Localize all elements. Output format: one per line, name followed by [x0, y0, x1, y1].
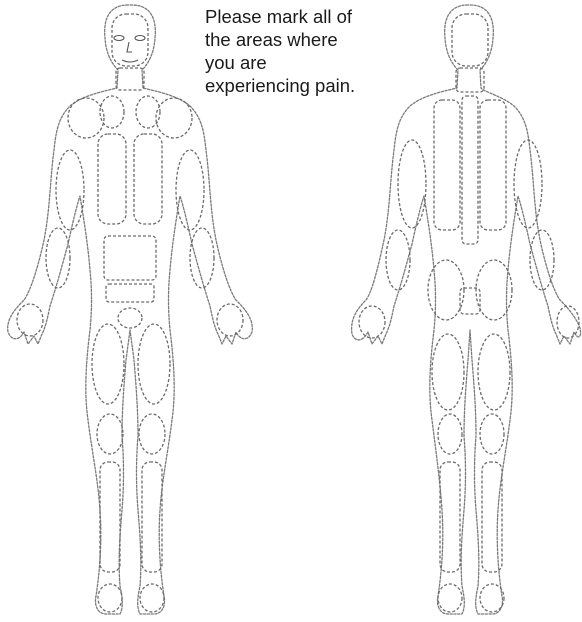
back-zone-sacrum[interactable] — [460, 288, 480, 314]
back-zone-left-hand[interactable] — [557, 306, 579, 338]
back-zone-right-knee[interactable] — [438, 414, 462, 454]
back-zone-spine[interactable] — [462, 96, 478, 244]
back-zone-left-buttock[interactable] — [476, 260, 512, 320]
back-zone-left-hamstring[interactable] — [478, 334, 510, 410]
back-zone-right-upper-back[interactable] — [434, 100, 460, 230]
back-zone-left-heel[interactable] — [480, 584, 504, 612]
back-zone-left-calf[interactable] — [482, 462, 502, 572]
back-zone-right-upper-arm[interactable] — [398, 140, 426, 228]
back-zone-left-knee[interactable] — [480, 414, 504, 454]
back-zone-right-heel[interactable] — [438, 584, 462, 612]
back-zone-left-upper-back[interactable] — [480, 100, 506, 230]
back-zone-left-upper-arm[interactable] — [514, 140, 542, 228]
back-zone-right-forearm[interactable] — [386, 230, 410, 290]
back-zone-right-calf[interactable] — [440, 462, 460, 572]
back-zone-neck[interactable] — [456, 68, 484, 92]
back-zone-right-hand[interactable] — [359, 306, 385, 338]
back-zone-right-hamstring[interactable] — [432, 334, 464, 410]
back-zone-left-forearm[interactable] — [530, 230, 554, 290]
back-zone-right-buttock[interactable] — [428, 260, 464, 320]
back-zone-head[interactable] — [452, 14, 488, 66]
